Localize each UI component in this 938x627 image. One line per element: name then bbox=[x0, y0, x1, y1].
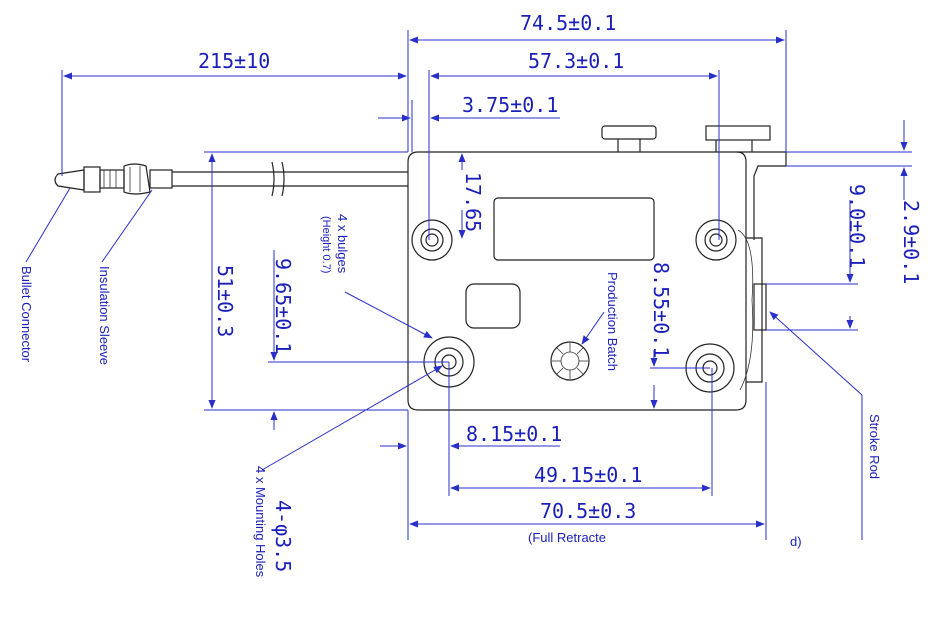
mounting-hole-top-right bbox=[695, 219, 737, 261]
label-bulges-height: (Height 0.7) bbox=[320, 216, 332, 273]
label-mounting-holes: 4 x Mounting Holes bbox=[253, 466, 268, 578]
cable-assembly bbox=[54, 161, 408, 197]
dim-hole-spacing-bottom: 49.15±0.1 bbox=[534, 463, 642, 487]
dim-tab-height: 2.9±0.1 bbox=[899, 200, 923, 284]
dim-offset-left: 3.75±0.1 bbox=[462, 93, 558, 117]
label-bulges: 4 x bulges bbox=[335, 214, 350, 274]
part-outline bbox=[407, 125, 787, 411]
label-bullet-connector: Bullet Connector bbox=[19, 266, 34, 363]
dim-retract-length: 70.5±0.3 bbox=[540, 499, 636, 523]
leader-lines bbox=[25, 187, 863, 540]
label-full-retract-tail: d) bbox=[790, 534, 802, 549]
dim-rod-offset: 9.0±0.1 bbox=[845, 184, 869, 268]
dim-hole-diameter: 4-φ3.5 bbox=[271, 500, 295, 572]
dim-hole-lower-offset: 9.65±0.1 bbox=[271, 258, 295, 354]
label-production-batch: Production Batch bbox=[605, 272, 620, 371]
dim-body-height: 51±0.3 bbox=[213, 265, 237, 337]
label-full-retract: (Full Retracte bbox=[528, 530, 606, 545]
dim-left-hole-x: 8.15±0.1 bbox=[466, 422, 562, 446]
dim-cable-length: 215±10 bbox=[198, 49, 270, 73]
mounting-hole-top-left bbox=[411, 219, 453, 261]
label-insulation-sleeve: Insulation Sleeve bbox=[97, 266, 112, 365]
dimension-lines bbox=[61, 30, 912, 540]
label-stroke-rod: Stroke Rod bbox=[867, 414, 882, 479]
dim-hole-spacing-top: 57.3±0.1 bbox=[528, 49, 624, 73]
production-batch-dial-icon bbox=[550, 341, 590, 381]
dim-overall-width: 74.5±0.1 bbox=[520, 11, 616, 35]
dim-top-to-hole: 17.65 bbox=[461, 172, 485, 232]
dim-right-hole-offset: 8.55±0.1 bbox=[649, 262, 673, 358]
